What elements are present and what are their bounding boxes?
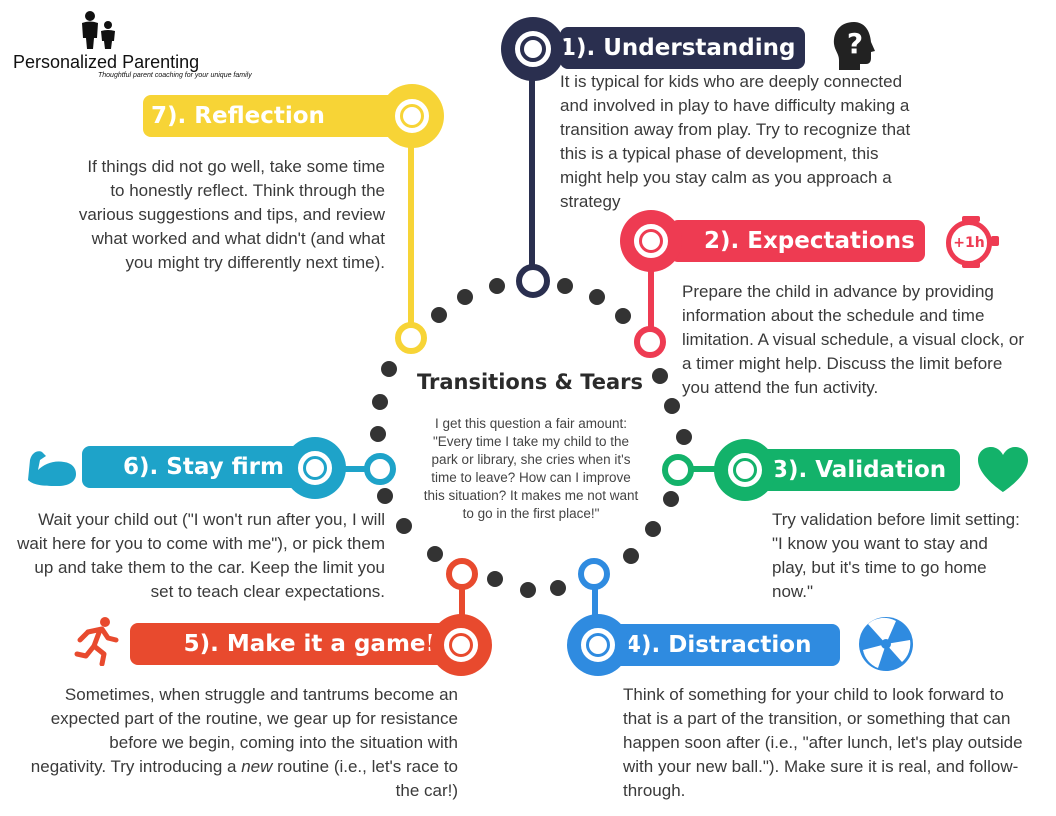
step-5-text: Sometimes, when struggle and tantrums be…: [30, 685, 458, 800]
flexed-arm-icon: [28, 451, 76, 486]
center-question: I get this question a fair amount: "Ever…: [423, 416, 639, 521]
step-1-label: 1). Understanding: [560, 27, 805, 69]
heart-icon: [978, 447, 1028, 492]
step-4-label: 4). Distraction: [600, 624, 840, 666]
step-6-label: 6). Stay firm: [82, 446, 314, 488]
step-7-text: If things did not go well, take some tim…: [78, 157, 385, 272]
center-title: Transitions & Tears: [416, 370, 644, 394]
step-2-label: 2). Expectations: [670, 220, 925, 262]
beach-ball-icon: [859, 617, 913, 671]
logo-title: Personalized Parenting: [13, 52, 200, 72]
step-3-text: Try validation before limit setting: "I …: [772, 510, 1020, 601]
step-2-text: Prepare the child in advance by providin…: [682, 282, 1025, 397]
logo-tagline: Thoughtful parent coaching for your uniq…: [98, 72, 252, 79]
step-3-label: 3). Validation: [760, 449, 960, 491]
step-6-text: Wait your child out ("I won't run after …: [17, 510, 385, 601]
step-5-label: 5). Make it a game!: [130, 623, 450, 665]
step-7-label: 7). Reflection: [143, 95, 413, 137]
question-head-icon: ?: [833, 22, 875, 70]
running-person-icon: [74, 617, 119, 666]
step-4-text: Think of something for your child to loo…: [623, 685, 1023, 800]
family-icon: [82, 11, 115, 49]
svg-text:?: ?: [847, 27, 863, 60]
step-1-text: It is typical for kids who are deeply co…: [560, 72, 911, 211]
